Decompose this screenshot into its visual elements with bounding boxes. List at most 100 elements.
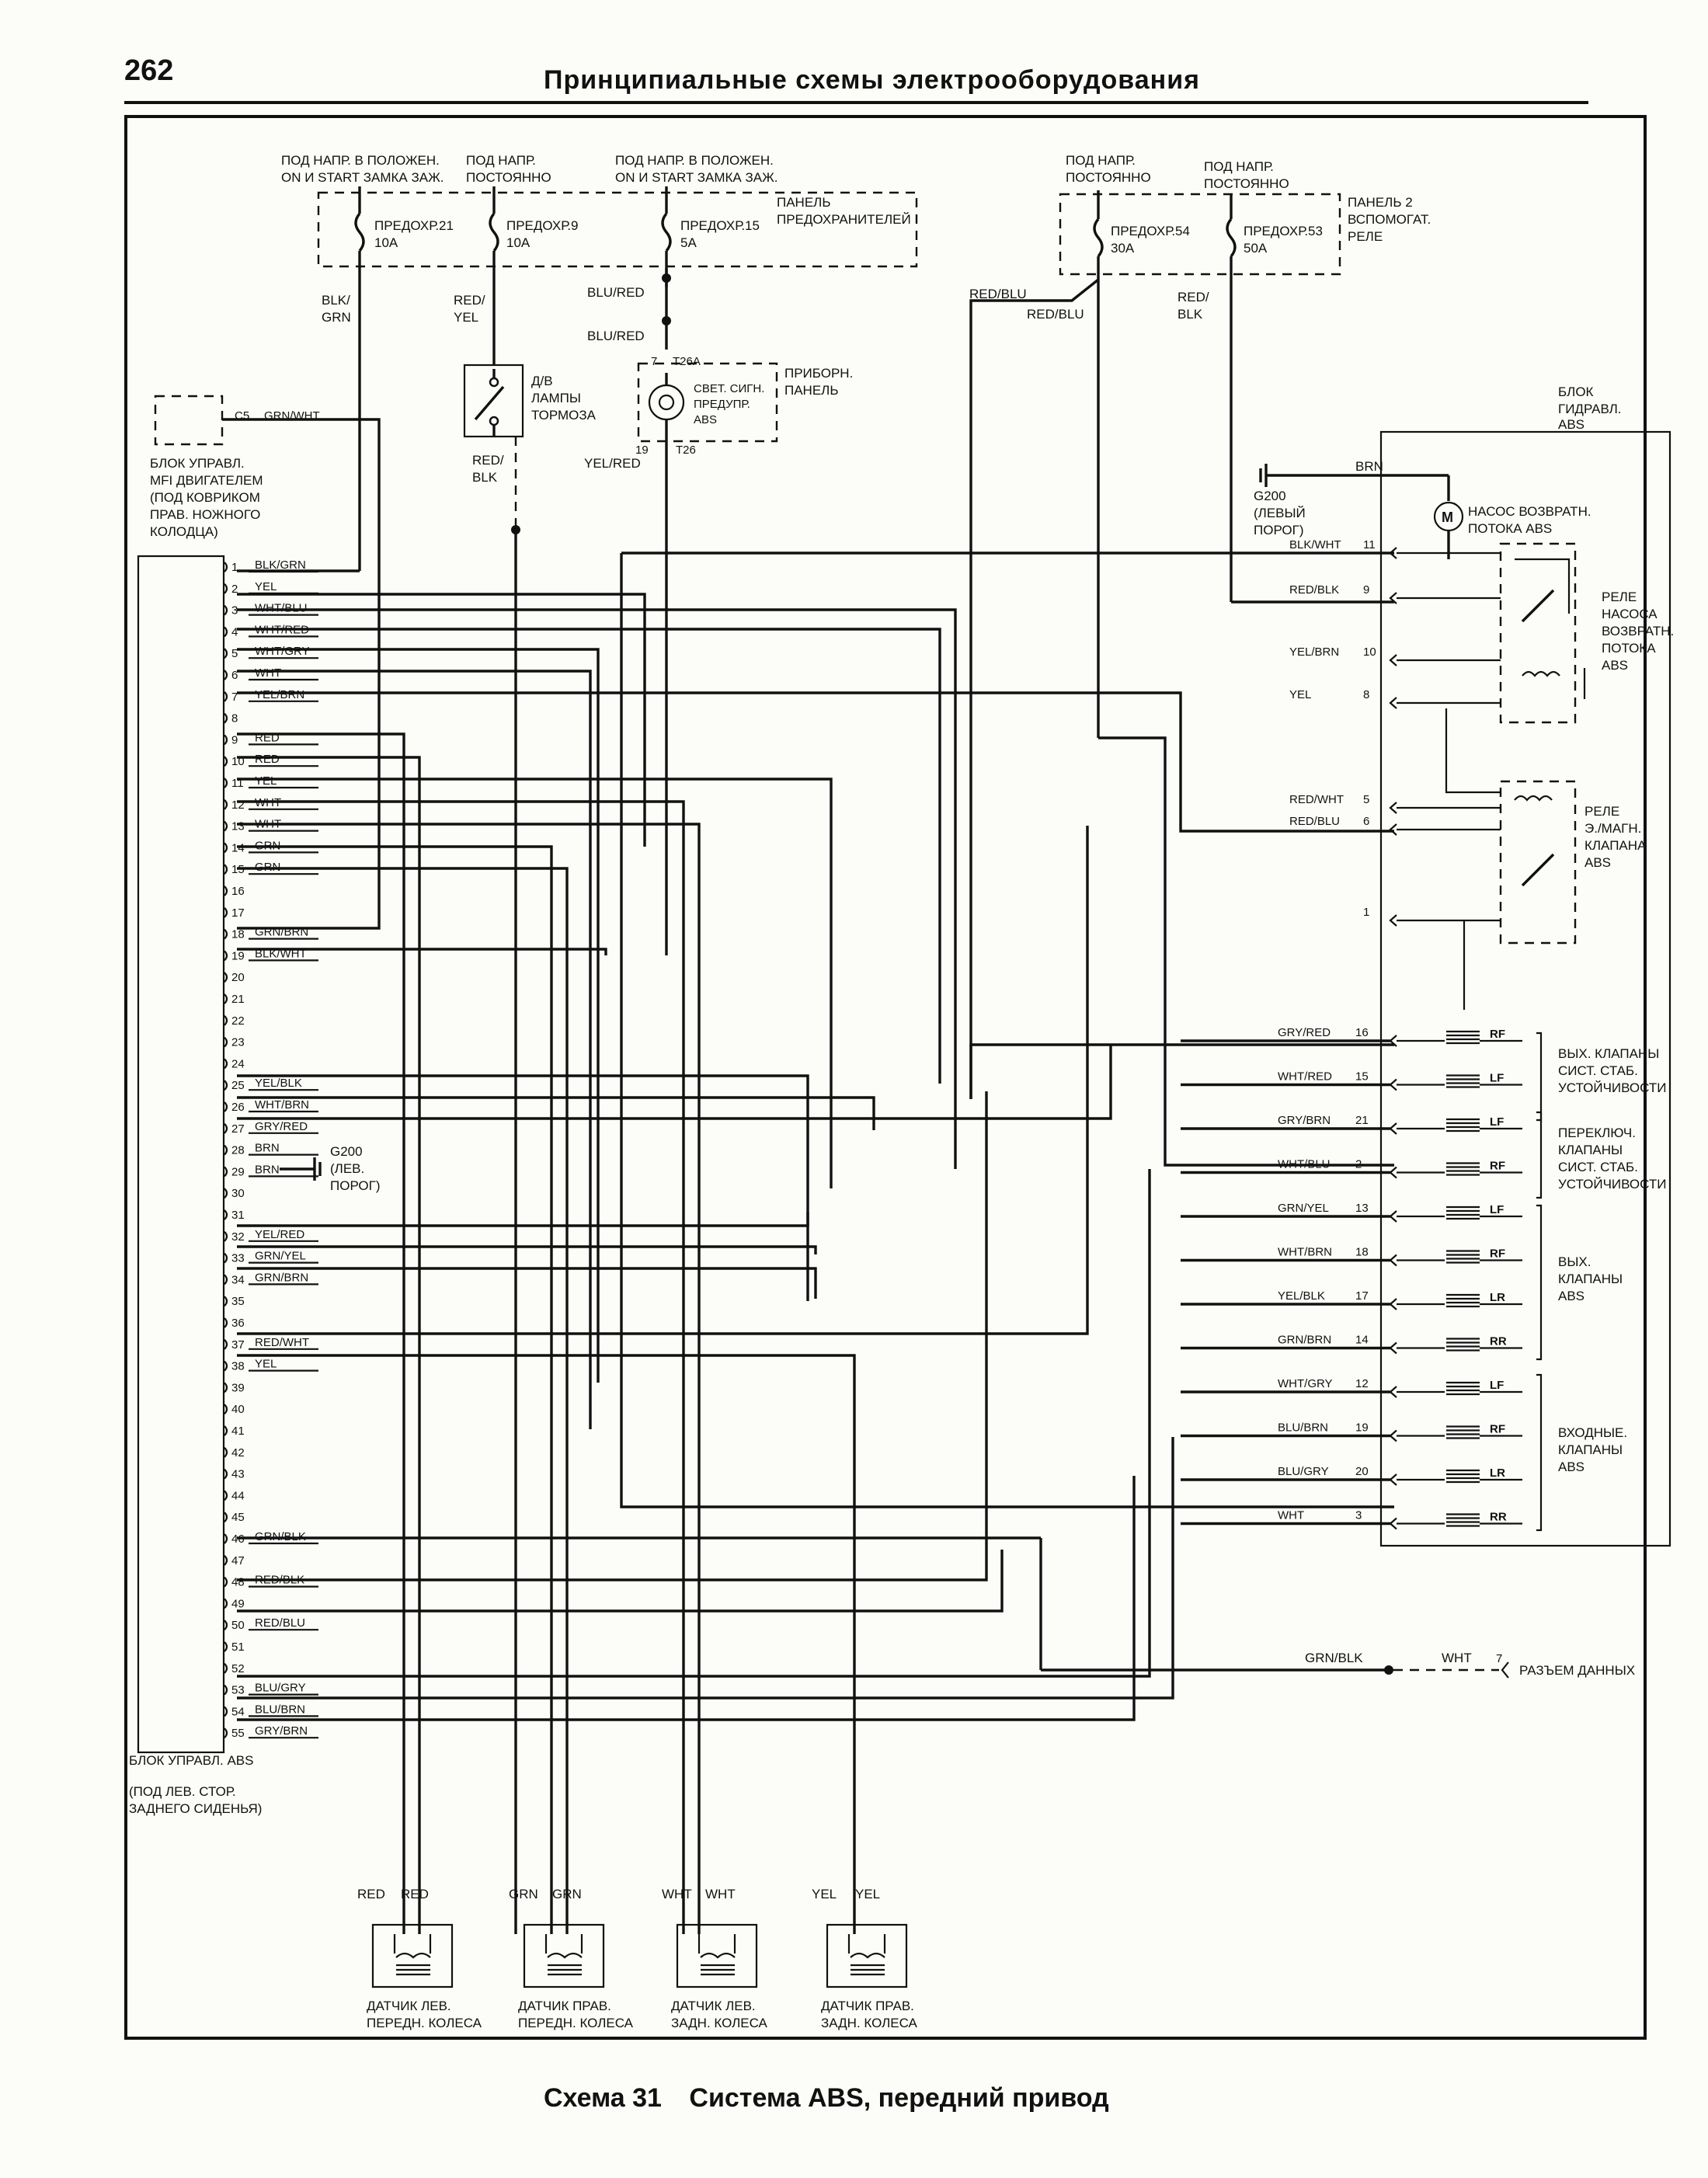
ground-top-label-1: G200 bbox=[1254, 489, 1286, 503]
hydraulic-unit-title-1: БЛОК bbox=[1558, 384, 1594, 399]
power-source-2-line1: ПОД НАПР. bbox=[466, 153, 536, 168]
controller-pin-color: YEL bbox=[255, 580, 277, 593]
controller-pin-number: 21 bbox=[231, 993, 245, 1006]
svg-text:LF: LF bbox=[1490, 1379, 1504, 1392]
controller-pin-21: 21 bbox=[224, 993, 245, 1006]
wire-label-red-blk2: RED/ bbox=[472, 453, 504, 468]
svg-text:LR: LR bbox=[1490, 1291, 1505, 1304]
svg-text:1: 1 bbox=[1363, 906, 1369, 919]
controller-pin-color: YEL/RED bbox=[255, 1228, 304, 1241]
controller-pin-color: WHT/BLU bbox=[255, 602, 308, 615]
data-link-pin: 7 bbox=[1496, 1652, 1502, 1665]
controller-pin-number: 51 bbox=[231, 1640, 245, 1654]
controller-pin-color: YEL/BLK bbox=[255, 1077, 302, 1090]
svg-text:GRY/RED: GRY/RED bbox=[1278, 1026, 1331, 1039]
relay-panel-2-box bbox=[1059, 193, 1341, 276]
group-4-label-2: КЛАПАНЫ bbox=[1558, 1442, 1623, 1457]
controller-pin-number: 17 bbox=[231, 906, 245, 920]
controller-pin-43: 43 bbox=[224, 1468, 245, 1481]
svg-text:GRN/YEL: GRN/YEL bbox=[1278, 1202, 1329, 1215]
controller-pin-number: 45 bbox=[231, 1511, 245, 1524]
controller-pin-number: 34 bbox=[231, 1273, 245, 1286]
figure-caption: Схема 31 Система ABS, передний привод bbox=[544, 2083, 1129, 2114]
controller-pin-24: 24 bbox=[224, 1057, 245, 1070]
controller-pin-44: 44 bbox=[224, 1489, 245, 1502]
svg-text:10A: 10A bbox=[374, 235, 398, 250]
group-4-label-1: ВХОДНЫЕ. bbox=[1558, 1425, 1627, 1440]
hydraulic-pin-1: 1 bbox=[1363, 906, 1501, 927]
wire-label-red-blk: RED/ bbox=[1178, 290, 1209, 304]
controller-pin-color: BLU/BRN bbox=[255, 1703, 305, 1716]
svg-text:3: 3 bbox=[1355, 1509, 1362, 1522]
controller-pin-number: 25 bbox=[231, 1079, 245, 1092]
fuse-9: ПРЕДОХР.9 10A bbox=[489, 186, 579, 287]
controller-pin-number: 2 bbox=[231, 583, 238, 596]
svg-text:YEL/BRN: YEL/BRN bbox=[1289, 645, 1339, 659]
pump-relay-label-1: РЕЛЕ bbox=[1602, 590, 1637, 604]
svg-text:ДАТЧИК ПРАВ.: ДАТЧИК ПРАВ. bbox=[518, 1999, 611, 2013]
controller-pin-number: 5 bbox=[231, 647, 238, 660]
svg-text:GRN/BRN: GRN/BRN bbox=[1278, 1334, 1331, 1347]
controller-pin-color: RED/WHT bbox=[255, 1336, 309, 1349]
controller-pin-42: 42 bbox=[224, 1446, 245, 1460]
svg-text:BLU/GRY: BLU/GRY bbox=[1278, 1465, 1329, 1478]
wire-label-blk-grn: BLK/ bbox=[322, 293, 350, 308]
svg-text:50A: 50A bbox=[1244, 241, 1268, 256]
fuse-53: ПРЕДОХР.53 50A bbox=[1226, 194, 1323, 280]
svg-text:21: 21 bbox=[1355, 1114, 1369, 1127]
controller-pin-47: 47 bbox=[224, 1554, 245, 1567]
controller-pin-number: 48 bbox=[231, 1576, 245, 1589]
fuse-panel-label-1: ПАНЕЛЬ bbox=[777, 195, 831, 210]
svg-text:RF: RF bbox=[1490, 1247, 1505, 1261]
controller-pin-number: 50 bbox=[231, 1619, 245, 1632]
power-source-5-line2: ПОСТОЯННО bbox=[1204, 176, 1289, 191]
controller-pin-number: 20 bbox=[231, 971, 245, 984]
svg-text:WHT: WHT bbox=[705, 1887, 736, 1901]
controller-pin-number: 23 bbox=[231, 1036, 245, 1049]
ground-left-label-3: ПОРОГ) bbox=[330, 1178, 381, 1193]
valve-relay bbox=[1499, 780, 1577, 945]
controller-pin-25: 25 YEL/BLK bbox=[224, 1077, 318, 1092]
controller-pin-color: BRN bbox=[255, 1142, 280, 1155]
svg-text:YEL/BLK: YEL/BLK bbox=[1278, 1289, 1325, 1303]
power-source-3-line1: ПОД НАПР. В ПОЛОЖЕН. bbox=[615, 153, 774, 168]
fuse-15: ПРЕДОХР.15 5A bbox=[661, 186, 760, 287]
controller-pin-color: GRY/BRN bbox=[255, 1724, 308, 1738]
svg-text:RR: RR bbox=[1490, 1335, 1507, 1348]
caption-scheme-number: Схема 31 bbox=[544, 2083, 662, 2113]
ground-left-label-2: (ЛЕВ. bbox=[330, 1161, 364, 1176]
svg-text:WHT/RED: WHT/RED bbox=[1278, 1070, 1332, 1084]
svg-text:YEL: YEL bbox=[812, 1887, 837, 1901]
ground-left-label-1: G200 bbox=[330, 1144, 363, 1159]
svg-text:5: 5 bbox=[1363, 793, 1369, 806]
controller-pin-color: WHT bbox=[255, 666, 281, 680]
data-link-wire-2: WHT bbox=[1442, 1651, 1472, 1665]
svg-text:19: 19 bbox=[1355, 1421, 1369, 1435]
controller-pin-number: 9 bbox=[231, 733, 238, 746]
abs-controller-body bbox=[137, 555, 225, 1754]
controller-pin-number: 1 bbox=[231, 561, 238, 574]
pump-label-1: НАСОС ВОЗВРАТН. bbox=[1468, 504, 1591, 519]
controller-pin-color: YEL bbox=[255, 1358, 277, 1371]
header-rule bbox=[124, 101, 1588, 104]
wire-mfi-to-pin18 bbox=[222, 418, 381, 930]
mfi-label-4: ПРАВ. НОЖНОГО bbox=[150, 507, 260, 522]
warning-lamp bbox=[648, 384, 685, 421]
controller-pin-color: YEL bbox=[255, 774, 277, 788]
wire-fuse54-red-blu bbox=[969, 278, 1100, 1099]
controller-pin-35: 35 bbox=[224, 1295, 245, 1308]
svg-text:LF: LF bbox=[1490, 1203, 1504, 1216]
svg-text:15: 15 bbox=[1355, 1070, 1369, 1084]
controller-pin-number: 28 bbox=[231, 1144, 245, 1157]
svg-text:BLU/BRN: BLU/BRN bbox=[1278, 1421, 1328, 1435]
controller-pin-31: 31 bbox=[224, 1209, 245, 1222]
